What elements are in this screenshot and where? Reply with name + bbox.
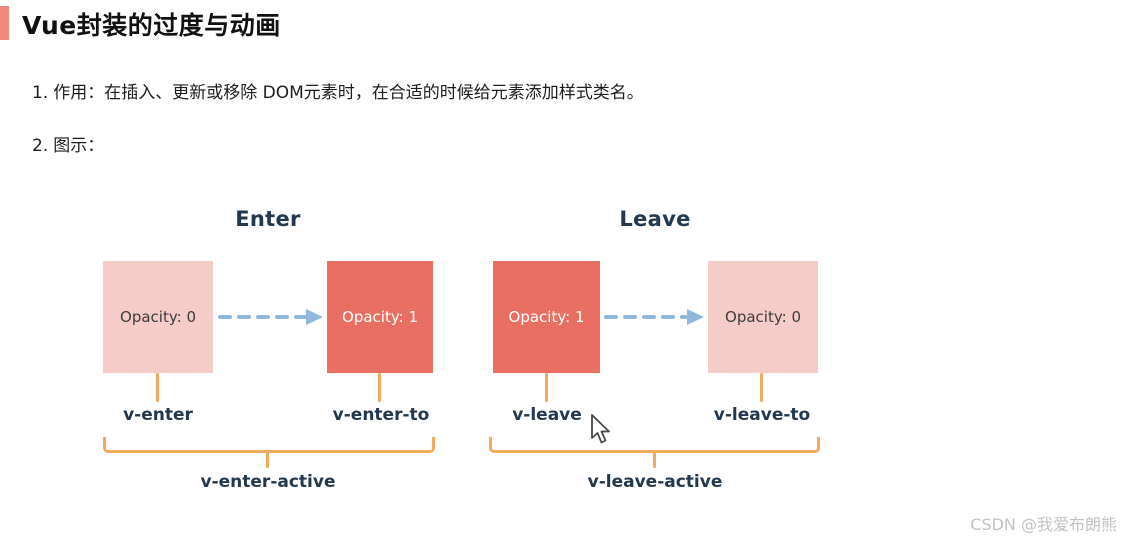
list-item-number: 2. [32,136,49,156]
connector-line [545,373,548,402]
leave-transition-arrow-icon [604,309,704,325]
connector-line [653,452,656,468]
opacity-value-label: Opacity: 0 [725,308,801,326]
list-item-text: 图示： [53,136,105,156]
opacity-value-label: Opacity: 1 [508,308,585,326]
connector-line [266,452,269,468]
connector-line [156,373,159,402]
v-enter-to-label: v-enter-to [332,405,430,425]
v-enter-active-label: v-enter-active [200,472,336,492]
leave-end-box: Opacity: 0 [708,261,818,373]
title-accent-bar [0,6,9,40]
list-item-illustration: 2.图示： [32,131,104,156]
csdn-watermark: CSDN @我爱布朗熊 [970,515,1117,534]
leave-active-bracket [489,437,820,453]
opacity-value-label: Opacity: 1 [342,308,418,326]
opacity-value-label: Opacity: 0 [120,308,196,326]
page-title: Vue封装的过度与动画 [22,11,281,40]
enter-end-box: Opacity: 1 [327,261,433,373]
enter-start-box: Opacity: 0 [103,261,213,373]
v-enter-label: v-enter [123,405,193,425]
list-item-usage: 1.作用：在插入、更新或移除 DOM元素时，在合适的时候给元素添加样式类名。 [32,78,644,103]
v-leave-active-label: v-leave-active [587,472,723,492]
list-item-text: 作用：在插入、更新或移除 DOM元素时，在合适的时候给元素添加样式类名。 [53,83,644,103]
leave-start-box: Opacity: 1 [493,261,600,373]
v-leave-to-label: v-leave-to [713,405,811,425]
list-item-number: 1. [32,83,49,103]
enter-active-bracket [103,437,435,453]
enter-group-title: Enter [235,207,301,231]
connector-line [378,373,381,402]
connector-line [760,373,763,402]
leave-group-title: Leave [619,207,691,231]
enter-transition-arrow-icon [218,309,323,325]
v-leave-label: v-leave [512,405,582,425]
mouse-cursor-icon [591,414,610,444]
